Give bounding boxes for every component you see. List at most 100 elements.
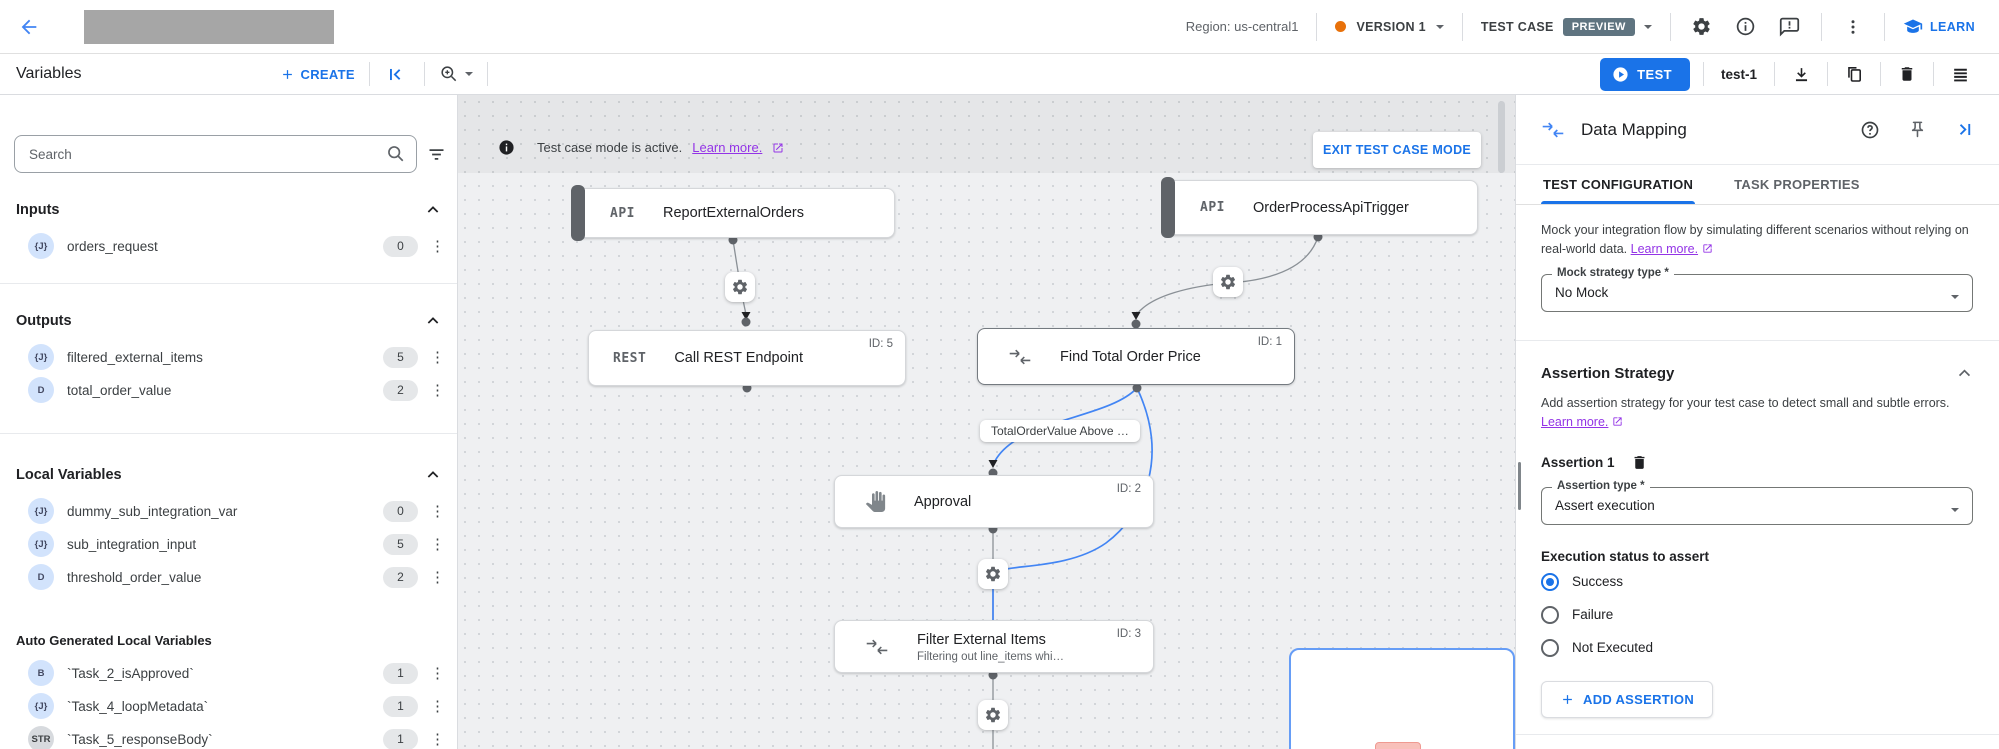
- external-link-icon: [1702, 244, 1712, 253]
- row-menu-button[interactable]: ⋮: [430, 348, 445, 366]
- node-filter-external-items[interactable]: Filter External Items Filtering out line…: [834, 620, 1154, 673]
- radio-button[interactable]: [1541, 638, 1559, 657]
- type-badge-double: D: [28, 564, 54, 590]
- assertion-learn-more-link[interactable]: Learn more.: [1541, 415, 1609, 430]
- banner-learn-more-link[interactable]: Learn more.: [692, 140, 763, 155]
- field-label: Mock strategy type *: [1552, 266, 1674, 279]
- section-header-outputs[interactable]: Outputs: [0, 308, 457, 334]
- chevron-up-icon[interactable]: [425, 313, 441, 329]
- zoom-dropdown[interactable]: [439, 64, 473, 84]
- feedback-button[interactable]: [1777, 14, 1803, 40]
- variable-row[interactable]: {J} dummy_sub_integration_var 0 ⋮: [0, 496, 457, 526]
- delete-button[interactable]: [1894, 61, 1920, 87]
- type-badge-json: {J}: [28, 498, 54, 524]
- settings-button[interactable]: [1689, 14, 1715, 40]
- radio-option-failure[interactable]: Failure: [1541, 600, 1973, 630]
- edge-condition-label[interactable]: TotalOrderValue Above …: [980, 420, 1140, 442]
- usage-count-badge: 5: [383, 533, 418, 555]
- download-button[interactable]: [1788, 61, 1814, 87]
- chevron-up-icon[interactable]: [1956, 365, 1973, 382]
- variable-row[interactable]: D threshold_order_value 2 ⋮: [0, 562, 457, 592]
- radio-button[interactable]: [1541, 572, 1559, 591]
- pin-button[interactable]: [1904, 117, 1930, 143]
- task-list-button[interactable]: [1947, 61, 1973, 87]
- variable-name: threshold_order_value: [67, 569, 202, 585]
- chevron-down-icon: [1643, 24, 1652, 33]
- api-trigger-glyph: API: [610, 205, 635, 221]
- top-header-bar: Region: us-central1 VERSION 1 TEST CASE …: [0, 0, 1999, 54]
- version-dropdown[interactable]: VERSION 1: [1335, 20, 1444, 34]
- info-button[interactable]: [1733, 14, 1759, 40]
- node-call-rest-endpoint[interactable]: REST Call REST Endpoint ID: 5: [588, 330, 906, 386]
- row-menu-button[interactable]: ⋮: [430, 664, 445, 682]
- variable-name: `Task_2_isApproved`: [67, 665, 194, 681]
- edge-config-button[interactable]: [978, 700, 1008, 730]
- assertion-type-select[interactable]: Assertion type * Assert execution: [1541, 479, 1973, 525]
- node-find-total-order-price[interactable]: Find Total Order Price ID: 1: [977, 328, 1295, 385]
- info-icon: [499, 140, 514, 155]
- variable-row[interactable]: {J} sub_integration_input 5 ⋮: [0, 529, 457, 559]
- test-button[interactable]: TEST: [1600, 57, 1690, 91]
- section-header-local-variables[interactable]: Local Variables: [0, 462, 457, 488]
- radio-button[interactable]: [1541, 605, 1559, 624]
- divider: [1933, 62, 1934, 86]
- row-menu-button[interactable]: ⋮: [430, 237, 445, 255]
- edge-config-button[interactable]: [978, 559, 1008, 589]
- search-input[interactable]: [14, 135, 417, 173]
- chevron-up-icon[interactable]: [425, 467, 441, 483]
- test-case-dropdown[interactable]: TEST CASE PREVIEW: [1481, 17, 1652, 36]
- row-menu-button[interactable]: ⋮: [430, 697, 445, 715]
- node-order-process-api-trigger[interactable]: API OrderProcessApiTrigger: [1161, 177, 1478, 238]
- canvas-scrollbar-thumb[interactable]: [1498, 101, 1505, 173]
- variable-row[interactable]: STR `Task_5_responseBody` 1 ⋮: [0, 724, 457, 749]
- radio-option-success[interactable]: Success: [1541, 567, 1973, 597]
- variable-row[interactable]: {J} `Task_4_loopMetadata` 1 ⋮: [0, 691, 457, 721]
- help-button[interactable]: [1857, 117, 1883, 143]
- sort-icon[interactable]: [426, 144, 447, 165]
- variable-row[interactable]: {J} orders_request 0 ⋮: [0, 231, 457, 261]
- node-title: Approval: [914, 493, 972, 510]
- test-case-name[interactable]: test-1: [1720, 66, 1757, 82]
- type-badge-json: {J}: [28, 233, 54, 259]
- row-menu-button[interactable]: ⋮: [430, 502, 445, 520]
- row-menu-button[interactable]: ⋮: [430, 568, 445, 586]
- learn-button[interactable]: LEARN: [1903, 17, 1975, 37]
- error-node-partial[interactable]: [1375, 742, 1421, 749]
- copy-icon: [1847, 66, 1861, 82]
- gear-icon: [732, 279, 748, 295]
- collapse-panel-right-button[interactable]: [1951, 117, 1977, 143]
- exit-test-case-mode-button[interactable]: EXIT TEST CASE MODE: [1313, 132, 1481, 168]
- variable-row[interactable]: D total_order_value 2 ⋮: [0, 375, 457, 405]
- create-variable-button[interactable]: CREATE: [280, 67, 355, 82]
- chevron-up-icon[interactable]: [425, 202, 441, 218]
- delete-assertion-button[interactable]: [1630, 453, 1650, 473]
- gear-icon: [985, 707, 1001, 723]
- search-row: [14, 135, 451, 173]
- add-assertion-button[interactable]: ADD ASSERTION: [1541, 680, 1714, 718]
- radio-option-not-executed[interactable]: Not Executed: [1541, 633, 1973, 663]
- mock-learn-more-link[interactable]: Learn more.: [1630, 242, 1699, 257]
- trash-icon: [1634, 456, 1645, 469]
- selection-box[interactable]: [1289, 648, 1515, 749]
- back-button[interactable]: [16, 14, 42, 40]
- edge-config-button[interactable]: [1213, 267, 1243, 297]
- panel-scrollbar-thumb[interactable]: [1518, 462, 1521, 510]
- row-menu-button[interactable]: ⋮: [430, 381, 445, 399]
- tab-test-configuration[interactable]: TEST CONFIGURATION: [1541, 165, 1696, 204]
- tab-task-properties[interactable]: TASK PROPERTIES: [1734, 177, 1860, 192]
- node-report-external-orders[interactable]: API ReportExternalOrders: [571, 185, 895, 241]
- type-badge-boolean: B: [28, 660, 54, 686]
- flow-canvas[interactable]: Test case mode is active. Learn more. EX…: [458, 95, 1515, 749]
- copy-button[interactable]: [1841, 61, 1867, 87]
- node-approval[interactable]: Approval ID: 2: [834, 475, 1154, 528]
- section-header-inputs[interactable]: Inputs: [0, 197, 457, 223]
- row-menu-button[interactable]: ⋮: [430, 535, 445, 553]
- collapse-panel-button[interactable]: [384, 61, 410, 87]
- variable-row[interactable]: {J} filtered_external_items 5 ⋮: [0, 342, 457, 372]
- more-options-button[interactable]: [1840, 14, 1866, 40]
- panel-header: Data Mapping: [1516, 95, 1999, 165]
- row-menu-button[interactable]: ⋮: [430, 730, 445, 748]
- variable-row[interactable]: B `Task_2_isApproved` 1 ⋮: [0, 658, 457, 688]
- edge-config-button[interactable]: [725, 272, 755, 302]
- mock-strategy-select[interactable]: Mock strategy type * No Mock: [1541, 266, 1973, 312]
